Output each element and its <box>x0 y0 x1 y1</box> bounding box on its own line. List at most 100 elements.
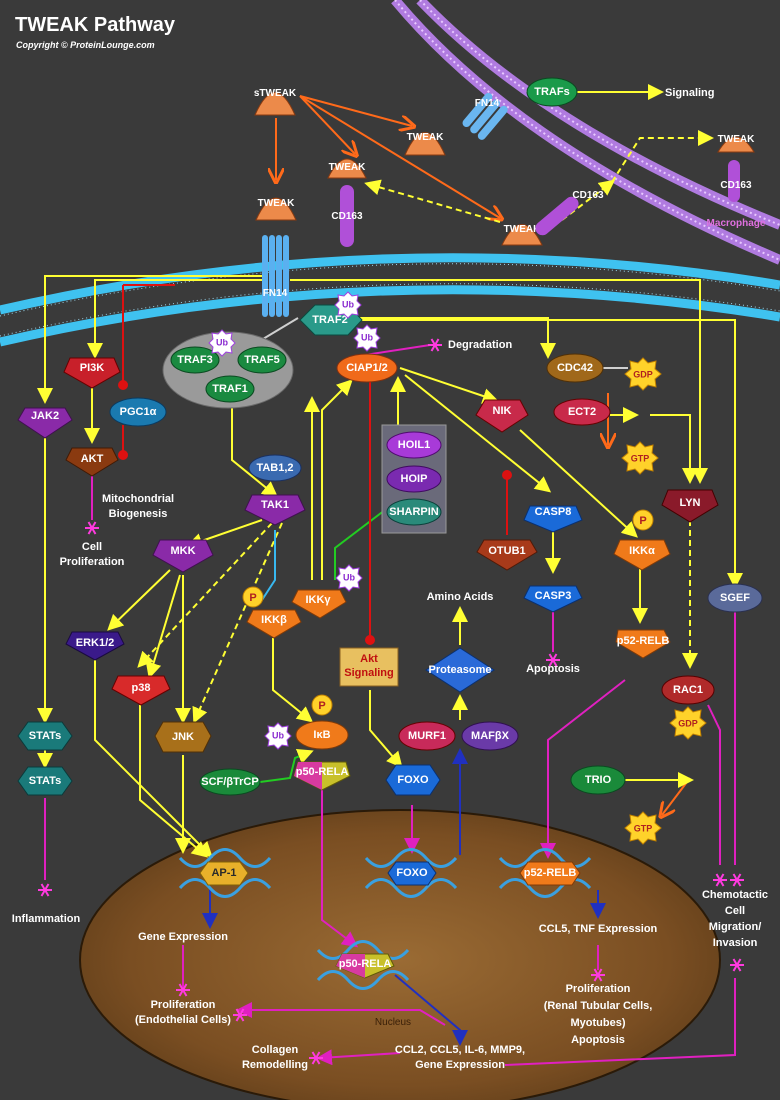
cd163-receptor-2[interactable]: CD163 <box>720 160 752 202</box>
scf-node[interactable]: SCF/βTrCP <box>199 768 261 796</box>
sgef-node[interactable]: SGEF <box>707 583 763 613</box>
foxo-nuclear-node[interactable]: FOXO <box>387 861 437 886</box>
svg-text:p38: p38 <box>132 682 151 694</box>
cdc42-node[interactable]: CDC42 <box>546 353 604 383</box>
rac1-node[interactable]: RAC1 <box>661 675 715 705</box>
cd163-receptor-1[interactable]: CD163 <box>331 185 363 247</box>
stats-node-1[interactable]: STATs <box>17 721 73 751</box>
lyn-node[interactable]: LYN <box>661 489 719 523</box>
trio-node[interactable]: TRIO <box>570 765 626 795</box>
tweak-node-4[interactable]: TWEAK <box>501 224 543 246</box>
svg-text:MKK: MKK <box>170 545 195 557</box>
ub-badge-traf: Ub <box>208 329 236 357</box>
svg-text:TWEAK: TWEAK <box>407 132 444 143</box>
svg-text:Ub: Ub <box>361 332 373 342</box>
casp3-node[interactable]: CASP3 <box>523 585 583 613</box>
inhibit-dot <box>365 635 375 645</box>
svg-text:Ub: Ub <box>216 337 228 347</box>
traf-complex[interactable]: TRAF3 TRAF5 TRAF1 <box>162 331 294 409</box>
copyright-text: Copyright © ProteinLounge.com <box>16 40 155 50</box>
stweak-node[interactable]: sTWEAK <box>254 88 297 116</box>
foxo-node[interactable]: FOXO <box>385 764 441 796</box>
svg-text:AP-1: AP-1 <box>211 867 236 879</box>
mkk-node[interactable]: MKK <box>152 539 214 573</box>
arrows <box>37 84 743 1066</box>
jak2-node[interactable]: JAK2 <box>17 407 73 439</box>
svg-text:CASP3: CASP3 <box>535 590 572 602</box>
ect2-node[interactable]: ECT2 <box>553 398 611 426</box>
fn14-receptor-cell[interactable] <box>262 235 289 317</box>
pi3k-node[interactable]: PI3K <box>63 357 121 389</box>
svg-text:CDC42: CDC42 <box>557 362 593 374</box>
p38-node[interactable]: p38 <box>111 675 171 706</box>
svg-text:IκB: IκB <box>313 729 330 741</box>
p50rela-nuclear-node[interactable]: p50-RELA <box>335 953 395 979</box>
svg-text:JAK2: JAK2 <box>31 410 59 422</box>
ikb-node[interactable]: IκB <box>295 720 349 750</box>
svg-text:p52-RELB: p52-RELB <box>524 867 577 879</box>
ub-badge-traf2: Ub <box>334 291 362 319</box>
murf1-node[interactable]: MURF1 <box>398 721 456 751</box>
tweak-node-2[interactable]: TWEAK <box>327 158 367 179</box>
ap1-node[interactable]: AP-1 <box>199 861 249 886</box>
otub1-node[interactable]: OTUB1 <box>476 539 538 571</box>
degradation-label: Degradation <box>448 339 512 351</box>
fn14-label-macrophage: FN14 <box>475 98 500 109</box>
fn14-receptor-macrophage[interactable] <box>461 91 509 141</box>
inhibit-dot <box>118 450 128 460</box>
prolif-endo-label: Proliferation(Endothelial Cells) <box>135 999 231 1026</box>
svg-text:P: P <box>249 592 256 604</box>
svg-text:TRAF5: TRAF5 <box>244 354 279 366</box>
mafbx-node[interactable]: MAFβX <box>461 721 519 751</box>
svg-text:TRAF2: TRAF2 <box>312 314 347 326</box>
stats-node-2[interactable]: STATs <box>17 766 73 796</box>
svg-text:SCF/βTrCP: SCF/βTrCP <box>201 776 258 788</box>
casp8-node[interactable]: CASP8 <box>523 505 583 533</box>
tweak-node-1[interactable]: TWEAK <box>404 132 446 156</box>
tweak-node-5[interactable]: TWEAK <box>717 134 755 153</box>
svg-text:SGEF: SGEF <box>720 592 750 604</box>
svg-text:TRAF3: TRAF3 <box>177 354 212 366</box>
pgc1a-node[interactable]: PGC1α <box>109 397 167 427</box>
p52relb-nuclear-node[interactable]: p52-RELB <box>519 861 581 886</box>
ciap-node[interactable]: CIAP1/2 <box>336 353 398 383</box>
ub-badge-ikkg: Ub <box>335 564 363 592</box>
svg-text:IKKγ: IKKγ <box>305 594 331 606</box>
ikkg-node[interactable]: IKKγ <box>291 589 347 619</box>
erk-node[interactable]: ERK1/2 <box>65 631 125 661</box>
ub-badge-ikb: Ub <box>264 722 292 750</box>
svg-text:P: P <box>318 700 325 712</box>
p52relb-node[interactable]: p52-RELB <box>615 629 671 659</box>
signaling-label: Signaling <box>665 87 715 99</box>
trafs-node[interactable]: TRAFs <box>526 77 578 107</box>
svg-text:OTUB1: OTUB1 <box>488 545 525 557</box>
ikka-node[interactable]: IKKα <box>613 539 671 571</box>
svg-text:CIAP1/2: CIAP1/2 <box>346 362 388 374</box>
dna-ap1 <box>178 848 272 898</box>
nik-node[interactable]: NIK <box>475 399 529 433</box>
svg-text:TWEAK: TWEAK <box>258 198 295 209</box>
proteasome-node[interactable]: Proteasome <box>425 647 495 693</box>
p50rela-node[interactable]: p50-RELA <box>293 761 351 791</box>
svg-text:CD163: CD163 <box>720 180 752 191</box>
tweak-node-3[interactable]: TWEAK <box>255 197 297 221</box>
tak1-node[interactable]: TAK1 <box>244 494 306 526</box>
tab12-node[interactable]: TAB1,2 <box>248 454 302 482</box>
cd163-receptor-3[interactable]: CD163 <box>533 190 604 238</box>
apoptosis-label: Apoptosis <box>526 663 580 675</box>
ikkb-node[interactable]: IKKβ <box>246 609 302 639</box>
svg-text:TAK1: TAK1 <box>261 499 289 511</box>
akt-node[interactable]: AKT <box>65 447 119 477</box>
svg-text:FOXO: FOXO <box>396 867 428 879</box>
prolif-renal-label: Proliferation(Renal Tubular Cells,Myotub… <box>544 983 653 1046</box>
svg-text:GDP: GDP <box>633 369 653 379</box>
svg-text:TWEAK: TWEAK <box>329 162 366 173</box>
lubac-complex[interactable]: HOIL1 HOIP SHARPIN <box>381 424 447 534</box>
jnk-node[interactable]: JNK <box>154 721 212 753</box>
